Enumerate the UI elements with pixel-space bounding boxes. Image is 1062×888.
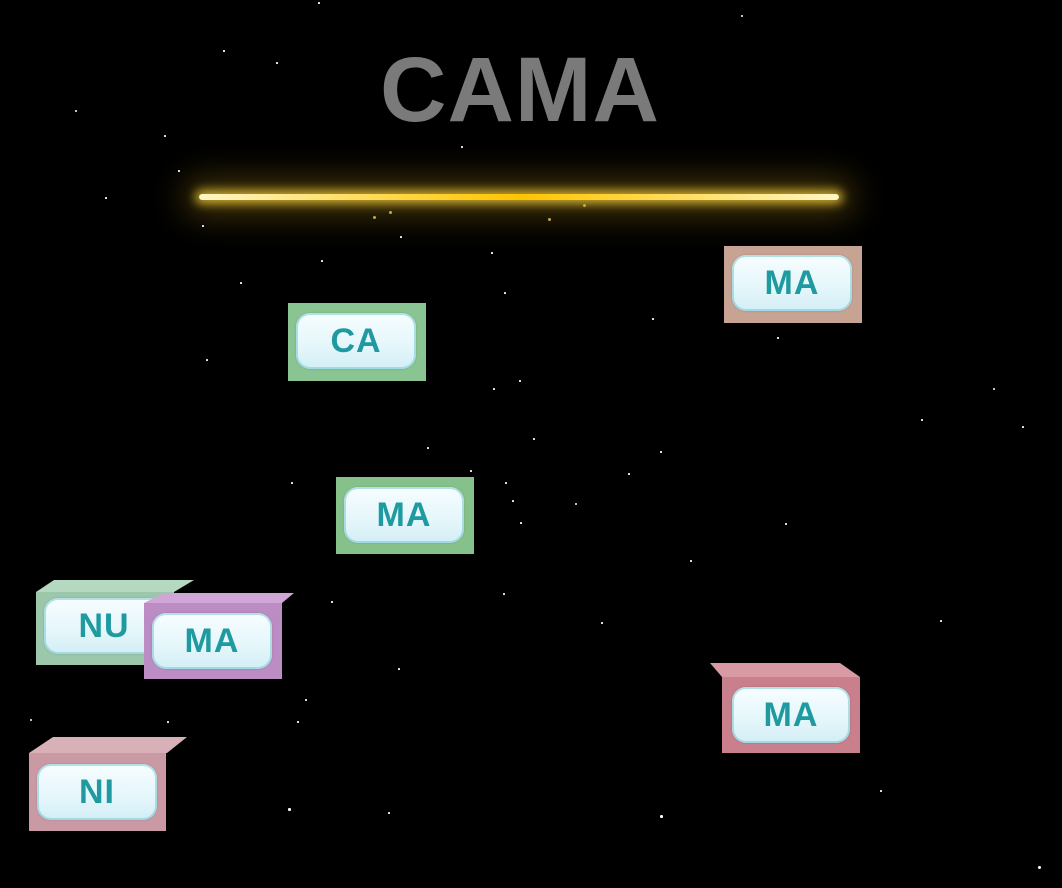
star xyxy=(628,473,630,475)
target-word-title: CAMA xyxy=(380,39,660,141)
star xyxy=(164,135,166,137)
block-top xyxy=(710,663,860,677)
star xyxy=(493,388,495,390)
star xyxy=(993,388,995,390)
syllable-block[interactable]: CA xyxy=(288,303,426,381)
star xyxy=(741,15,743,17)
star xyxy=(660,815,663,818)
laser-beam xyxy=(199,194,839,200)
star xyxy=(398,668,400,670)
star xyxy=(660,451,662,453)
syllable-block[interactable]: MA xyxy=(144,593,294,679)
star xyxy=(240,282,242,284)
syllable-tile: MA xyxy=(152,613,272,669)
star xyxy=(318,2,320,4)
laser-spark xyxy=(389,211,392,214)
syllable-tile: MA xyxy=(732,687,850,743)
star xyxy=(276,62,278,64)
star xyxy=(491,252,493,254)
syllable-tile: CA xyxy=(296,313,416,369)
star xyxy=(512,500,514,502)
star xyxy=(105,197,107,199)
star xyxy=(503,593,505,595)
star xyxy=(520,522,522,524)
syllable-tile: NI xyxy=(37,764,157,820)
star xyxy=(206,359,208,361)
star xyxy=(777,337,779,339)
syllable-block[interactable]: MA xyxy=(724,246,862,323)
laser-spark xyxy=(548,218,551,221)
laser-spark xyxy=(583,204,586,207)
star xyxy=(1022,426,1024,428)
star xyxy=(297,721,299,723)
star xyxy=(288,808,291,811)
star xyxy=(223,50,225,52)
syllable-block[interactable]: NI xyxy=(29,737,187,831)
star xyxy=(601,622,603,624)
star xyxy=(30,719,32,721)
syllable-block[interactable]: MA xyxy=(336,477,474,554)
star xyxy=(331,601,333,603)
star xyxy=(75,110,77,112)
star xyxy=(321,260,323,262)
star xyxy=(291,482,293,484)
star xyxy=(305,699,307,701)
block-top xyxy=(144,593,294,603)
syllable-block[interactable]: MA xyxy=(710,663,860,753)
star xyxy=(1038,866,1041,869)
star xyxy=(652,318,654,320)
star xyxy=(167,721,169,723)
syllable-tile: MA xyxy=(732,255,852,311)
star xyxy=(505,482,507,484)
star xyxy=(400,236,402,238)
star xyxy=(940,620,942,622)
star xyxy=(519,380,521,382)
star xyxy=(461,146,463,148)
star xyxy=(388,812,390,814)
star xyxy=(202,225,204,227)
star xyxy=(470,470,472,472)
block-top xyxy=(36,580,194,592)
star xyxy=(575,503,577,505)
laser-spark xyxy=(373,216,376,219)
star xyxy=(921,419,923,421)
star xyxy=(690,560,692,562)
star xyxy=(427,447,429,449)
star xyxy=(504,292,506,294)
star xyxy=(785,523,787,525)
syllable-tile: MA xyxy=(344,487,464,543)
star xyxy=(178,170,180,172)
star xyxy=(533,438,535,440)
block-top xyxy=(29,737,187,753)
star xyxy=(880,790,882,792)
